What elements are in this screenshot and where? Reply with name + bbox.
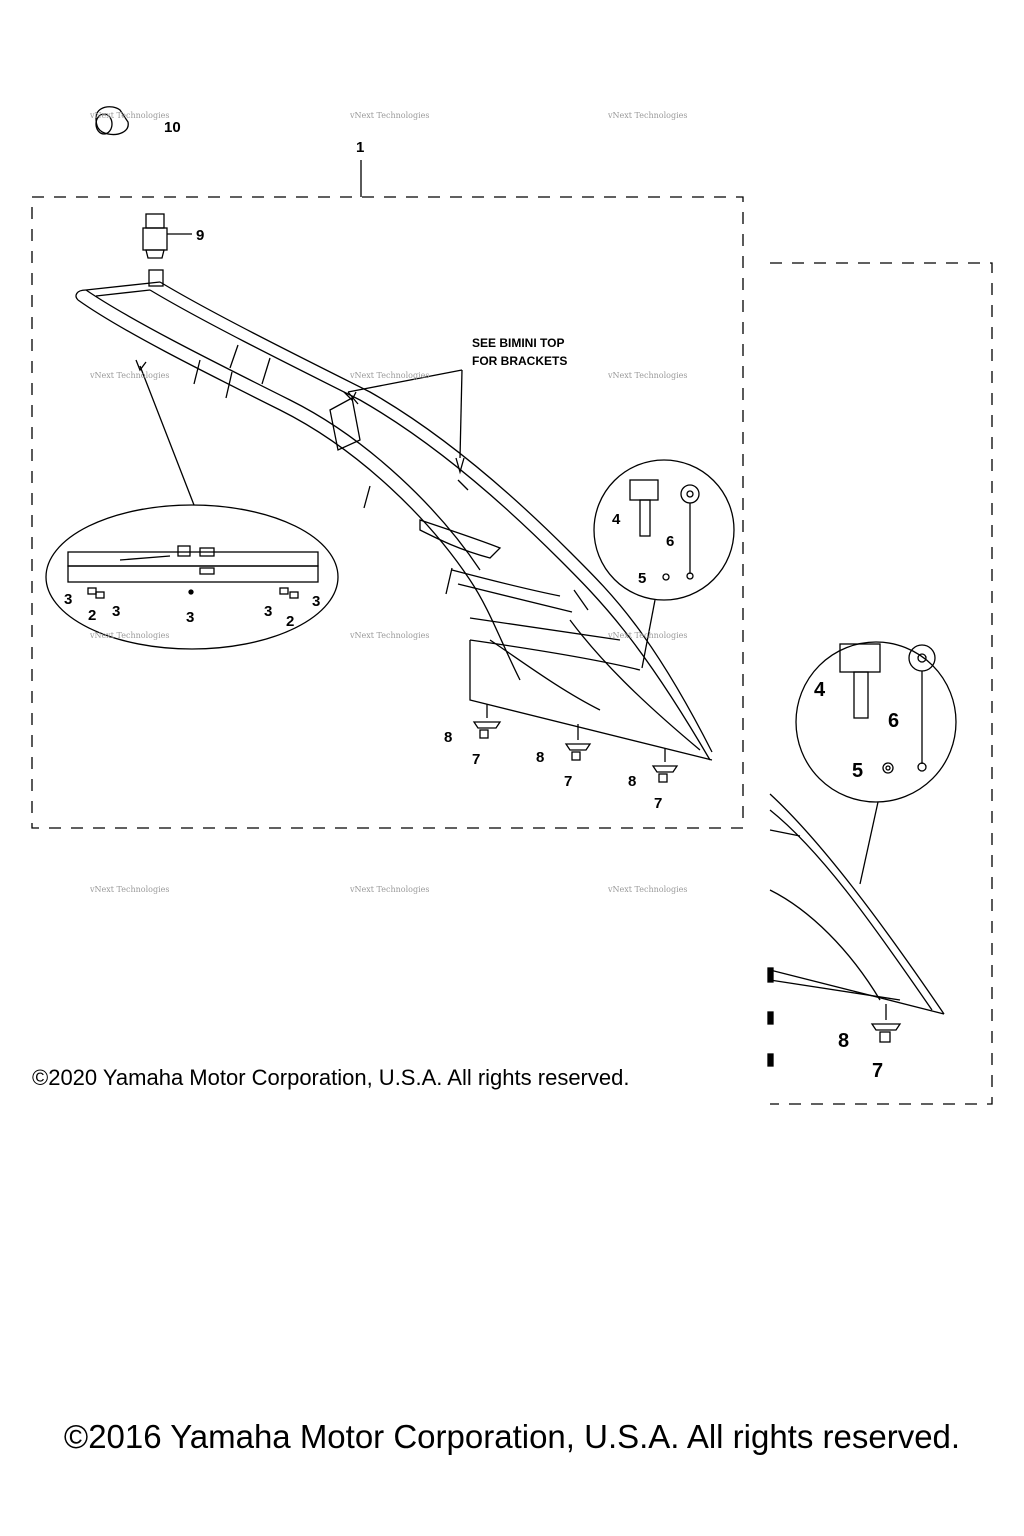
copyright-2016: ©2016 Yamaha Motor Corporation, U.S.A. A… bbox=[63, 1418, 961, 1455]
detail-view bbox=[767, 641, 957, 1067]
inset-ellipse bbox=[45, 359, 339, 650]
tower-structure bbox=[75, 281, 713, 761]
callout-9: 9 bbox=[196, 227, 204, 244]
svg-text:vNext Technologies: vNext Technologies bbox=[89, 885, 169, 894]
callout-1: 1 bbox=[356, 139, 364, 156]
svg-text:vNext Technologies: vNext Technologies bbox=[349, 631, 429, 640]
callout-4: 4 bbox=[612, 511, 621, 528]
svg-text:vNext Technologies: vNext Technologies bbox=[349, 371, 429, 380]
copyright-2020: ©2020 Yamaha Motor Corporation, U.S.A. A… bbox=[32, 1065, 630, 1090]
detail-box bbox=[770, 262, 993, 1105]
callout-7: 7 bbox=[654, 795, 662, 812]
note-line-2: FOR BRACKETS bbox=[472, 354, 567, 368]
svg-text:vNext Technologies: vNext Technologies bbox=[89, 111, 169, 120]
callout-3: 3 bbox=[112, 603, 120, 620]
callouts: 10 1 9 3 2 3 3 3 2 3 4 6 5 8 7 8 7 8 7 4… bbox=[64, 119, 899, 1082]
grip-part bbox=[95, 106, 129, 136]
callout-8: 8 bbox=[838, 1030, 849, 1052]
svg-text:vNext Technologies: vNext Technologies bbox=[607, 631, 687, 640]
callout-8: 8 bbox=[628, 773, 636, 790]
svg-text:vNext Technologies: vNext Technologies bbox=[349, 111, 429, 120]
svg-text:vNext Technologies: vNext Technologies bbox=[89, 371, 169, 380]
callout-2: 2 bbox=[88, 607, 96, 624]
inset-circle bbox=[593, 459, 735, 669]
cap-part bbox=[142, 213, 192, 287]
svg-text:vNext Technologies: vNext Technologies bbox=[349, 885, 429, 894]
callout-3: 3 bbox=[312, 593, 320, 610]
callout-5: 5 bbox=[852, 760, 863, 782]
watermarks: vNext Technologies vNext Technologies vN… bbox=[89, 111, 687, 894]
callout-8: 8 bbox=[444, 729, 452, 746]
callout-3: 3 bbox=[186, 609, 194, 626]
callout-8: 8 bbox=[536, 749, 544, 766]
callout-5: 5 bbox=[638, 570, 646, 587]
callout-4: 4 bbox=[814, 679, 826, 701]
svg-text:vNext Technologies: vNext Technologies bbox=[607, 885, 687, 894]
note-line-1: SEE BIMINI TOP bbox=[472, 336, 564, 350]
callout-6: 6 bbox=[888, 710, 899, 732]
callout-3: 3 bbox=[264, 603, 272, 620]
fasteners-main bbox=[472, 704, 679, 783]
assembly-box bbox=[31, 196, 744, 829]
callout-2: 2 bbox=[286, 613, 294, 630]
svg-text:vNext Technologies: vNext Technologies bbox=[607, 371, 687, 380]
callout-3: 3 bbox=[64, 591, 72, 608]
callout-7: 7 bbox=[472, 751, 480, 768]
callout-7: 7 bbox=[564, 773, 572, 790]
svg-text:vNext Technologies: vNext Technologies bbox=[89, 631, 169, 640]
callout-6: 6 bbox=[666, 533, 674, 550]
callout-10: 10 bbox=[164, 119, 181, 136]
callout-7: 7 bbox=[872, 1060, 883, 1082]
svg-text:vNext Technologies: vNext Technologies bbox=[607, 111, 687, 120]
